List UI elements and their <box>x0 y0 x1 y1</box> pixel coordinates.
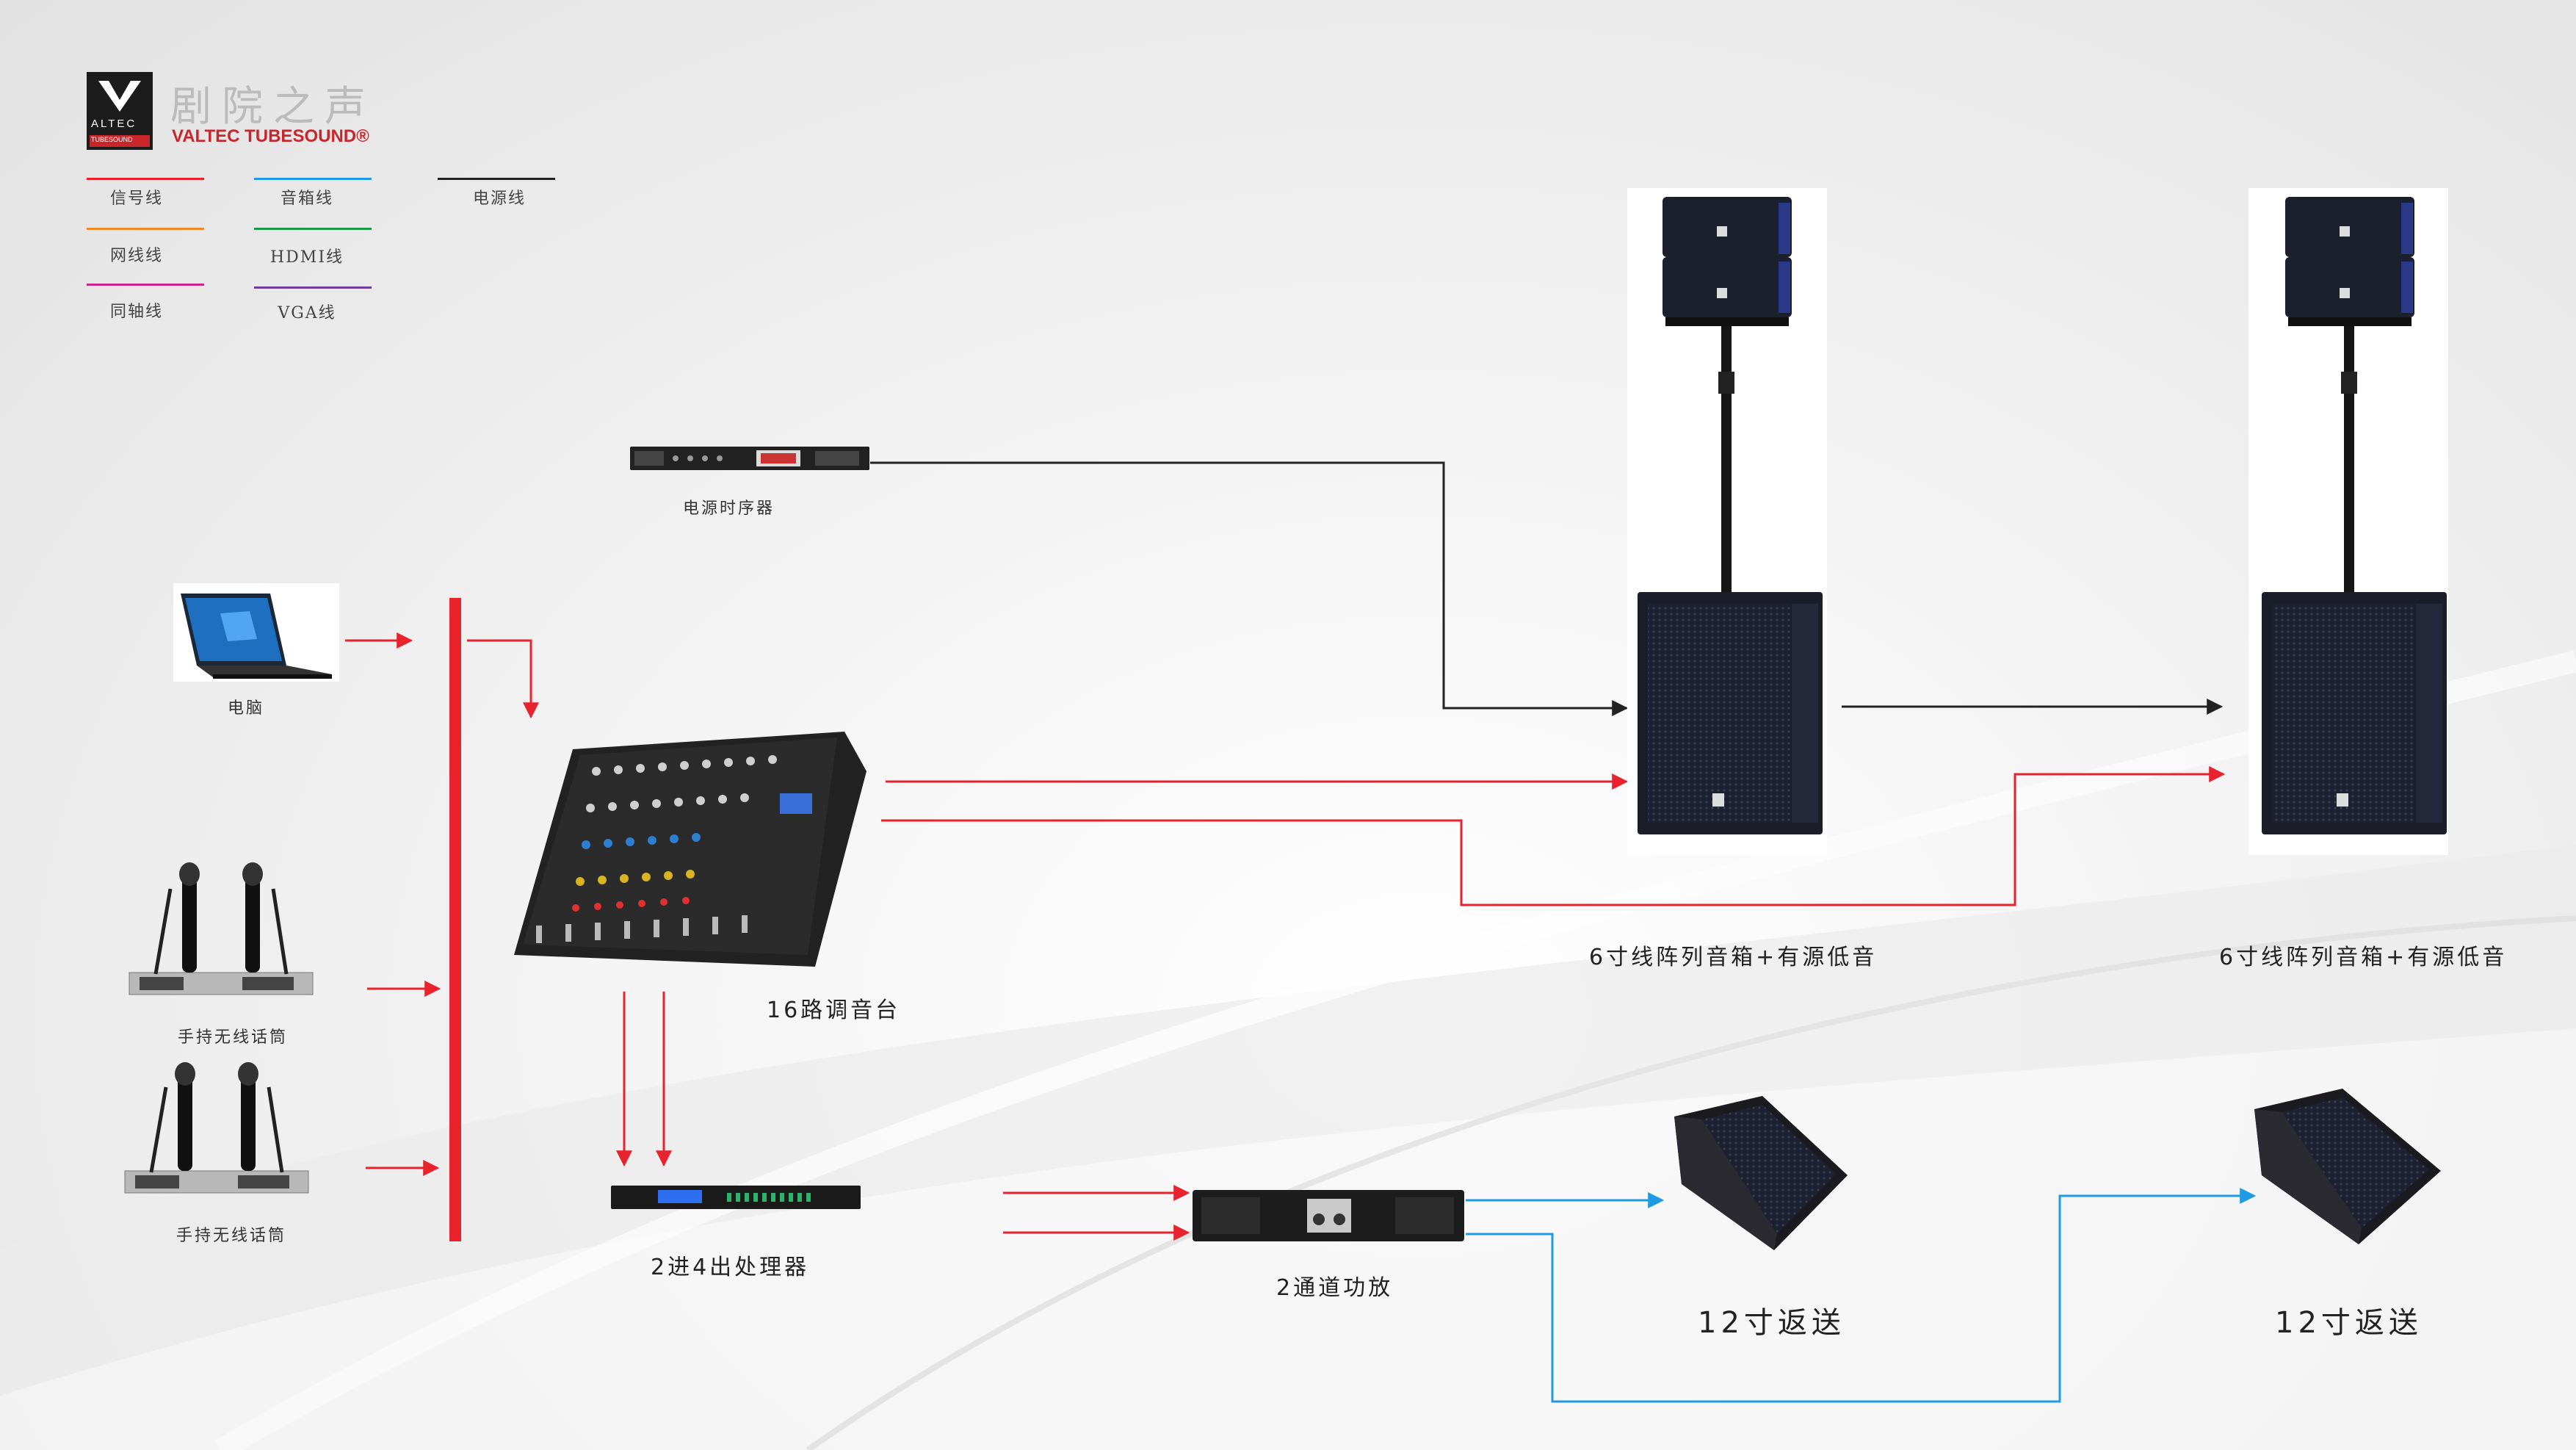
label-mixer: 16路调音台 <box>767 998 901 1023</box>
power-sequencer-device <box>630 447 869 470</box>
legend-speaker-label: 音箱线 <box>280 190 333 208</box>
line-array-speaker-left-device <box>1627 188 1827 855</box>
monitor-left-device <box>1674 1096 1848 1250</box>
label-processor: 2进4出处理器 <box>651 1255 810 1280</box>
legend-hdmi-line <box>254 228 372 230</box>
brand-name-en: VALTEC TUBESOUND® <box>172 126 369 146</box>
wireless-mic-1-device <box>129 862 314 995</box>
speaker-line-amp-monitor-right <box>1466 1188 2257 1403</box>
logo-text-top: ALTEC <box>91 118 137 130</box>
legend-hdmi-label: HDMI线 <box>269 248 344 267</box>
legend-vga-line <box>254 286 372 289</box>
background-swooshes <box>0 650 2576 1450</box>
legend-vga-label: VGA线 <box>278 304 336 322</box>
legend-signal-label: 信号线 <box>109 190 163 208</box>
power-line-sequencer-speaker <box>870 461 1629 716</box>
legend-speaker-line <box>254 178 372 180</box>
brand-name-cn: 剧院之声 <box>170 83 376 131</box>
laptop-device <box>173 583 339 682</box>
label-monitor-left: 12寸返送 <box>1698 1306 1845 1340</box>
legend-network-line <box>87 228 204 230</box>
label-computer: 电脑 <box>228 699 265 718</box>
mixer-device <box>514 732 866 967</box>
legend-coax-label: 同轴线 <box>109 303 163 321</box>
label-mic-1: 手持无线话筒 <box>178 1028 289 1047</box>
label-power-sequencer: 电源时序器 <box>683 499 775 518</box>
legend-power-label: 电源线 <box>472 190 526 208</box>
wireless-mic-2-device <box>124 1062 309 1194</box>
legend-coax-line <box>87 284 204 286</box>
legend-power-line <box>438 178 555 180</box>
signal-line-mixer-speaker-right <box>881 766 2226 906</box>
amplifier-device <box>1193 1190 1464 1241</box>
processor-device <box>611 1186 861 1209</box>
label-mic-2: 手持无线话筒 <box>176 1227 287 1245</box>
label-speaker-right: 6寸线阵列音箱+有源低音 <box>2219 945 2508 970</box>
label-speaker-left: 6寸线阵列音箱+有源低音 <box>1589 945 1878 970</box>
monitor-right-device <box>2254 1089 2441 1244</box>
brand-logo <box>87 72 153 150</box>
label-amplifier: 2通道功放 <box>1276 1275 1394 1301</box>
legend-signal-line <box>87 178 204 180</box>
logo-text-bottom: TUBESOUND <box>91 136 133 143</box>
signal-line-to-mixer <box>467 639 539 719</box>
line-array-speaker-right-device <box>2248 188 2448 855</box>
label-monitor-right: 12寸返送 <box>2275 1306 2423 1340</box>
legend-network-label: 网线线 <box>109 247 163 265</box>
